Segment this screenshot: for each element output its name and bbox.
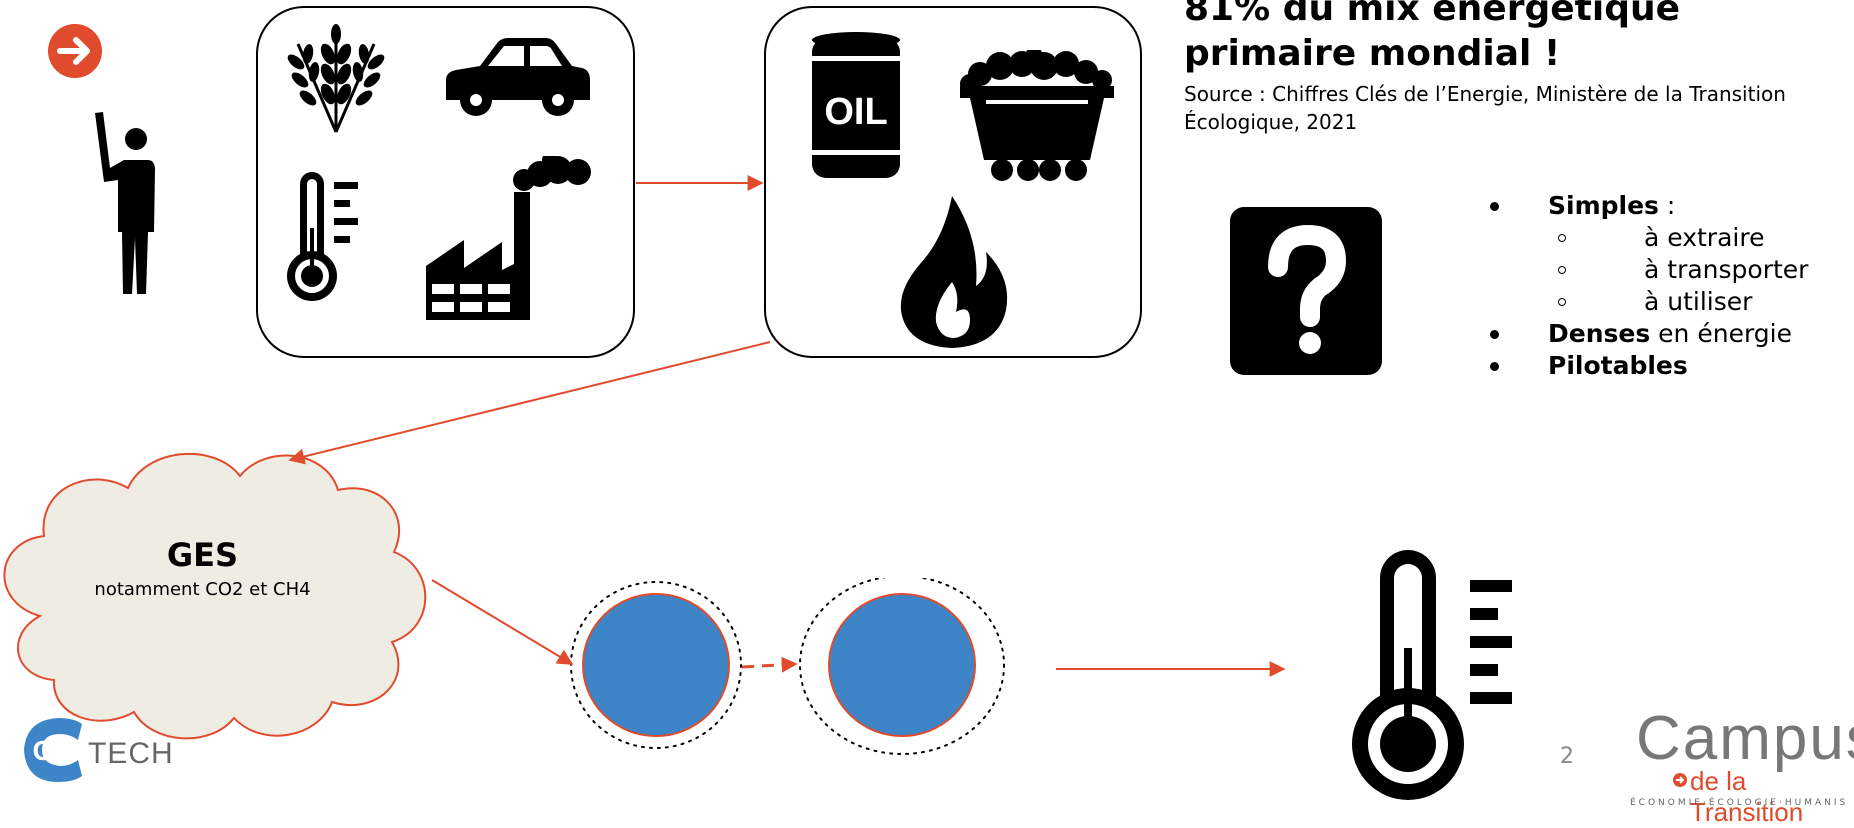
cy-tech-logo-mark: CY (24, 718, 82, 782)
factory-icon (426, 156, 591, 320)
question-mark-icon (1230, 207, 1382, 375)
fossil-fuels-box: OIL (764, 6, 1142, 358)
campus-logo-title: Campus (1636, 704, 1854, 773)
energy-uses-box (256, 6, 635, 358)
arrow-badge-icon (48, 24, 102, 78)
pilotables-label: Pilotables (1548, 351, 1688, 380)
cloud-title: GES (166, 536, 239, 574)
atmosphere-ring-right (799, 578, 1005, 755)
atmosphere-ring-left (570, 581, 742, 749)
denses-label: Denses (1548, 319, 1651, 348)
cloud-subtitle: notamment CO2 et CH4 (94, 579, 311, 600)
simples-suffix: : (1658, 191, 1676, 220)
campus-logo-subtitle: de la Transition (1690, 766, 1804, 827)
oil-label: OIL (824, 91, 887, 133)
arrow-fuels-to-ghg (288, 341, 771, 465)
denses-suffix: en énergie (1650, 319, 1792, 348)
fossil-properties-list: Simples : à extraire à transporter à uti… (1482, 190, 1808, 382)
car-icon (446, 38, 590, 116)
ghg-cloud-label: GES notamment CO2 et CH4 (80, 533, 325, 602)
arrow-planet-to-planet (741, 656, 798, 673)
planets-group (570, 578, 1005, 755)
list-item-simples: Simples : à extraire à transporter à uti… (1482, 190, 1808, 318)
planet-left (582, 593, 730, 737)
large-thermometer-icon (1352, 550, 1512, 800)
list-item-pilotables: Pilotables (1482, 350, 1808, 382)
person-icon (95, 112, 155, 294)
sub-item-use: à utiliser (1548, 286, 1808, 318)
sub-item-extract: à extraire (1548, 222, 1808, 254)
ghg-cloud-shape (3, 452, 427, 740)
slide-title: 81% du mix énergétique primaire mondial … (1184, 0, 1681, 74)
arrow-ghg-to-planet (431, 579, 574, 665)
simples-sublist: à extraire à transporter à utiliser (1548, 222, 1808, 318)
slide-source: Source : Chiffres Clés de l’Energie, Min… (1184, 82, 1786, 134)
wheat-icon (287, 24, 385, 133)
oil-barrel-icon: OIL (808, 32, 904, 178)
coal-cart-icon (960, 50, 1114, 181)
gas-flame-icon (900, 196, 1008, 348)
list-item-denses: Denses en énergie (1482, 318, 1808, 350)
flow-arrows (288, 175, 1286, 677)
cy-mark-text: CY (33, 735, 72, 766)
campus-logo-tagline: ÉCONOMIE·ÉCOLOGIE·HUMANIS (1630, 798, 1849, 808)
thermometer-icon (287, 172, 358, 301)
page-number: 2 (1560, 744, 1574, 769)
planet-right (828, 593, 976, 737)
simples-label: Simples (1548, 191, 1659, 220)
cy-tech-logo-text: TECH (88, 737, 174, 770)
campus-arrow-icon (1673, 773, 1687, 787)
sub-item-transport: à transporter (1548, 254, 1808, 286)
